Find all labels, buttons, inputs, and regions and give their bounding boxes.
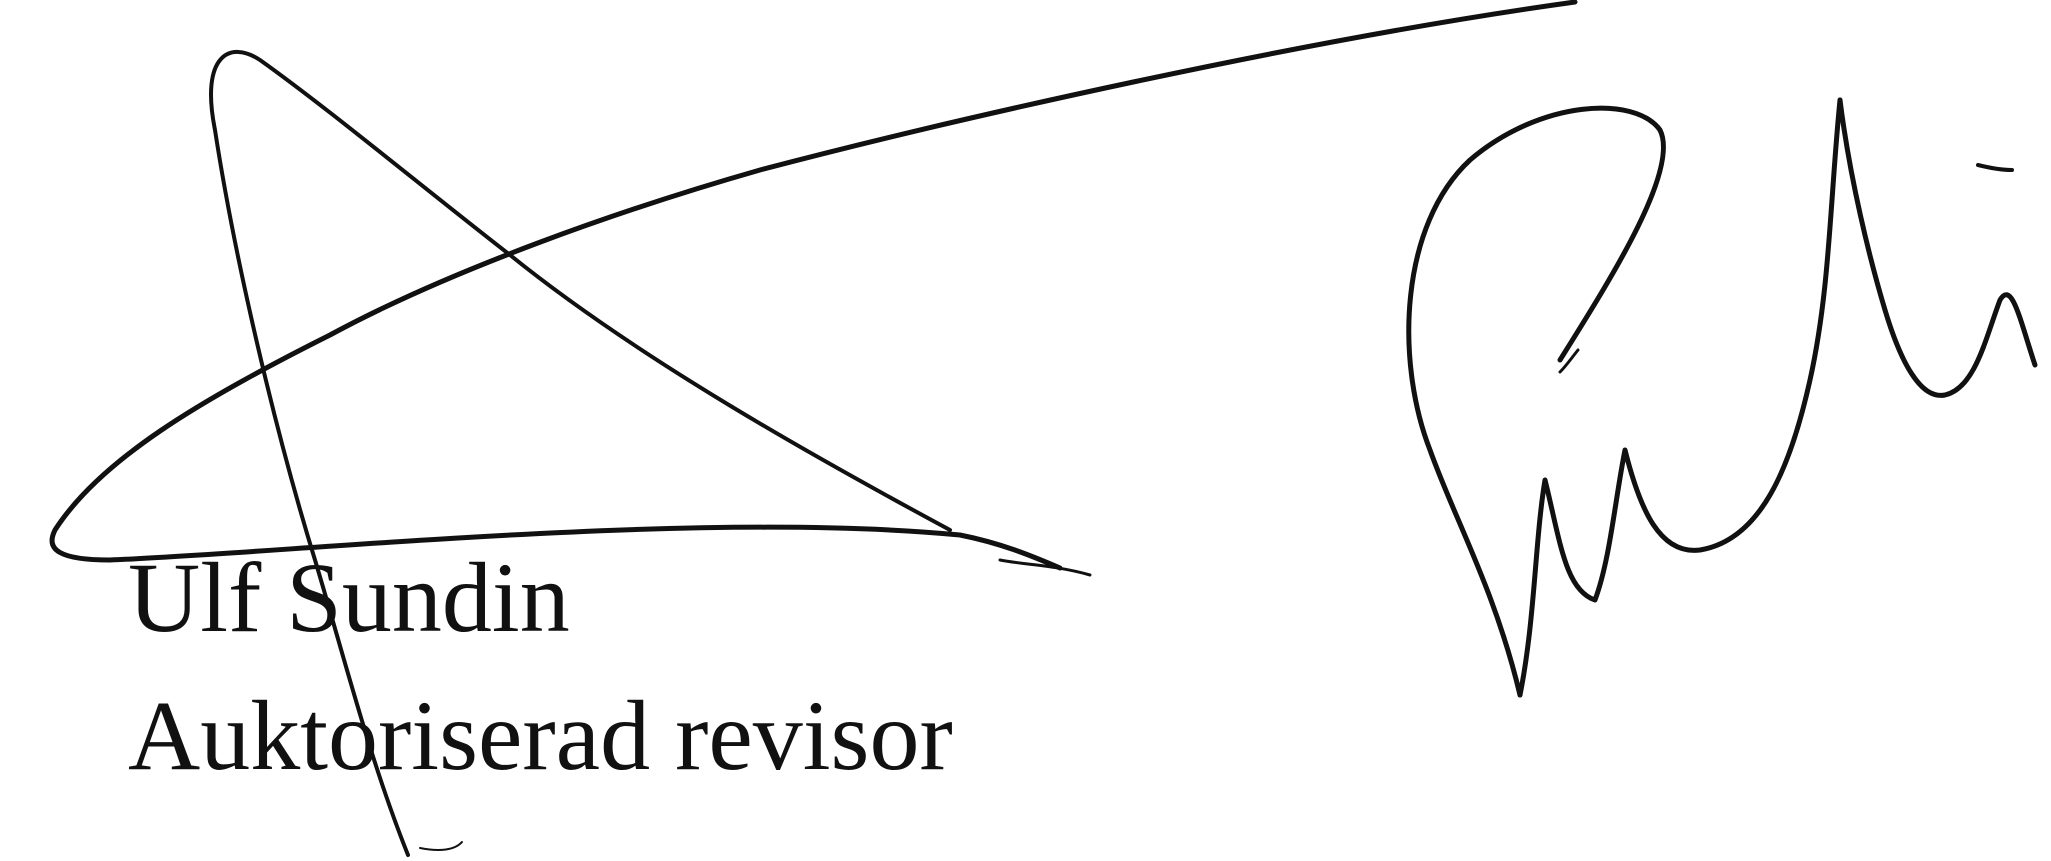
signature-right xyxy=(1406,97,2038,698)
signature-left xyxy=(49,0,1578,857)
signer-name: Ulf Sundin xyxy=(128,542,570,653)
signer-title: Auktoriserad revisor xyxy=(128,680,953,791)
